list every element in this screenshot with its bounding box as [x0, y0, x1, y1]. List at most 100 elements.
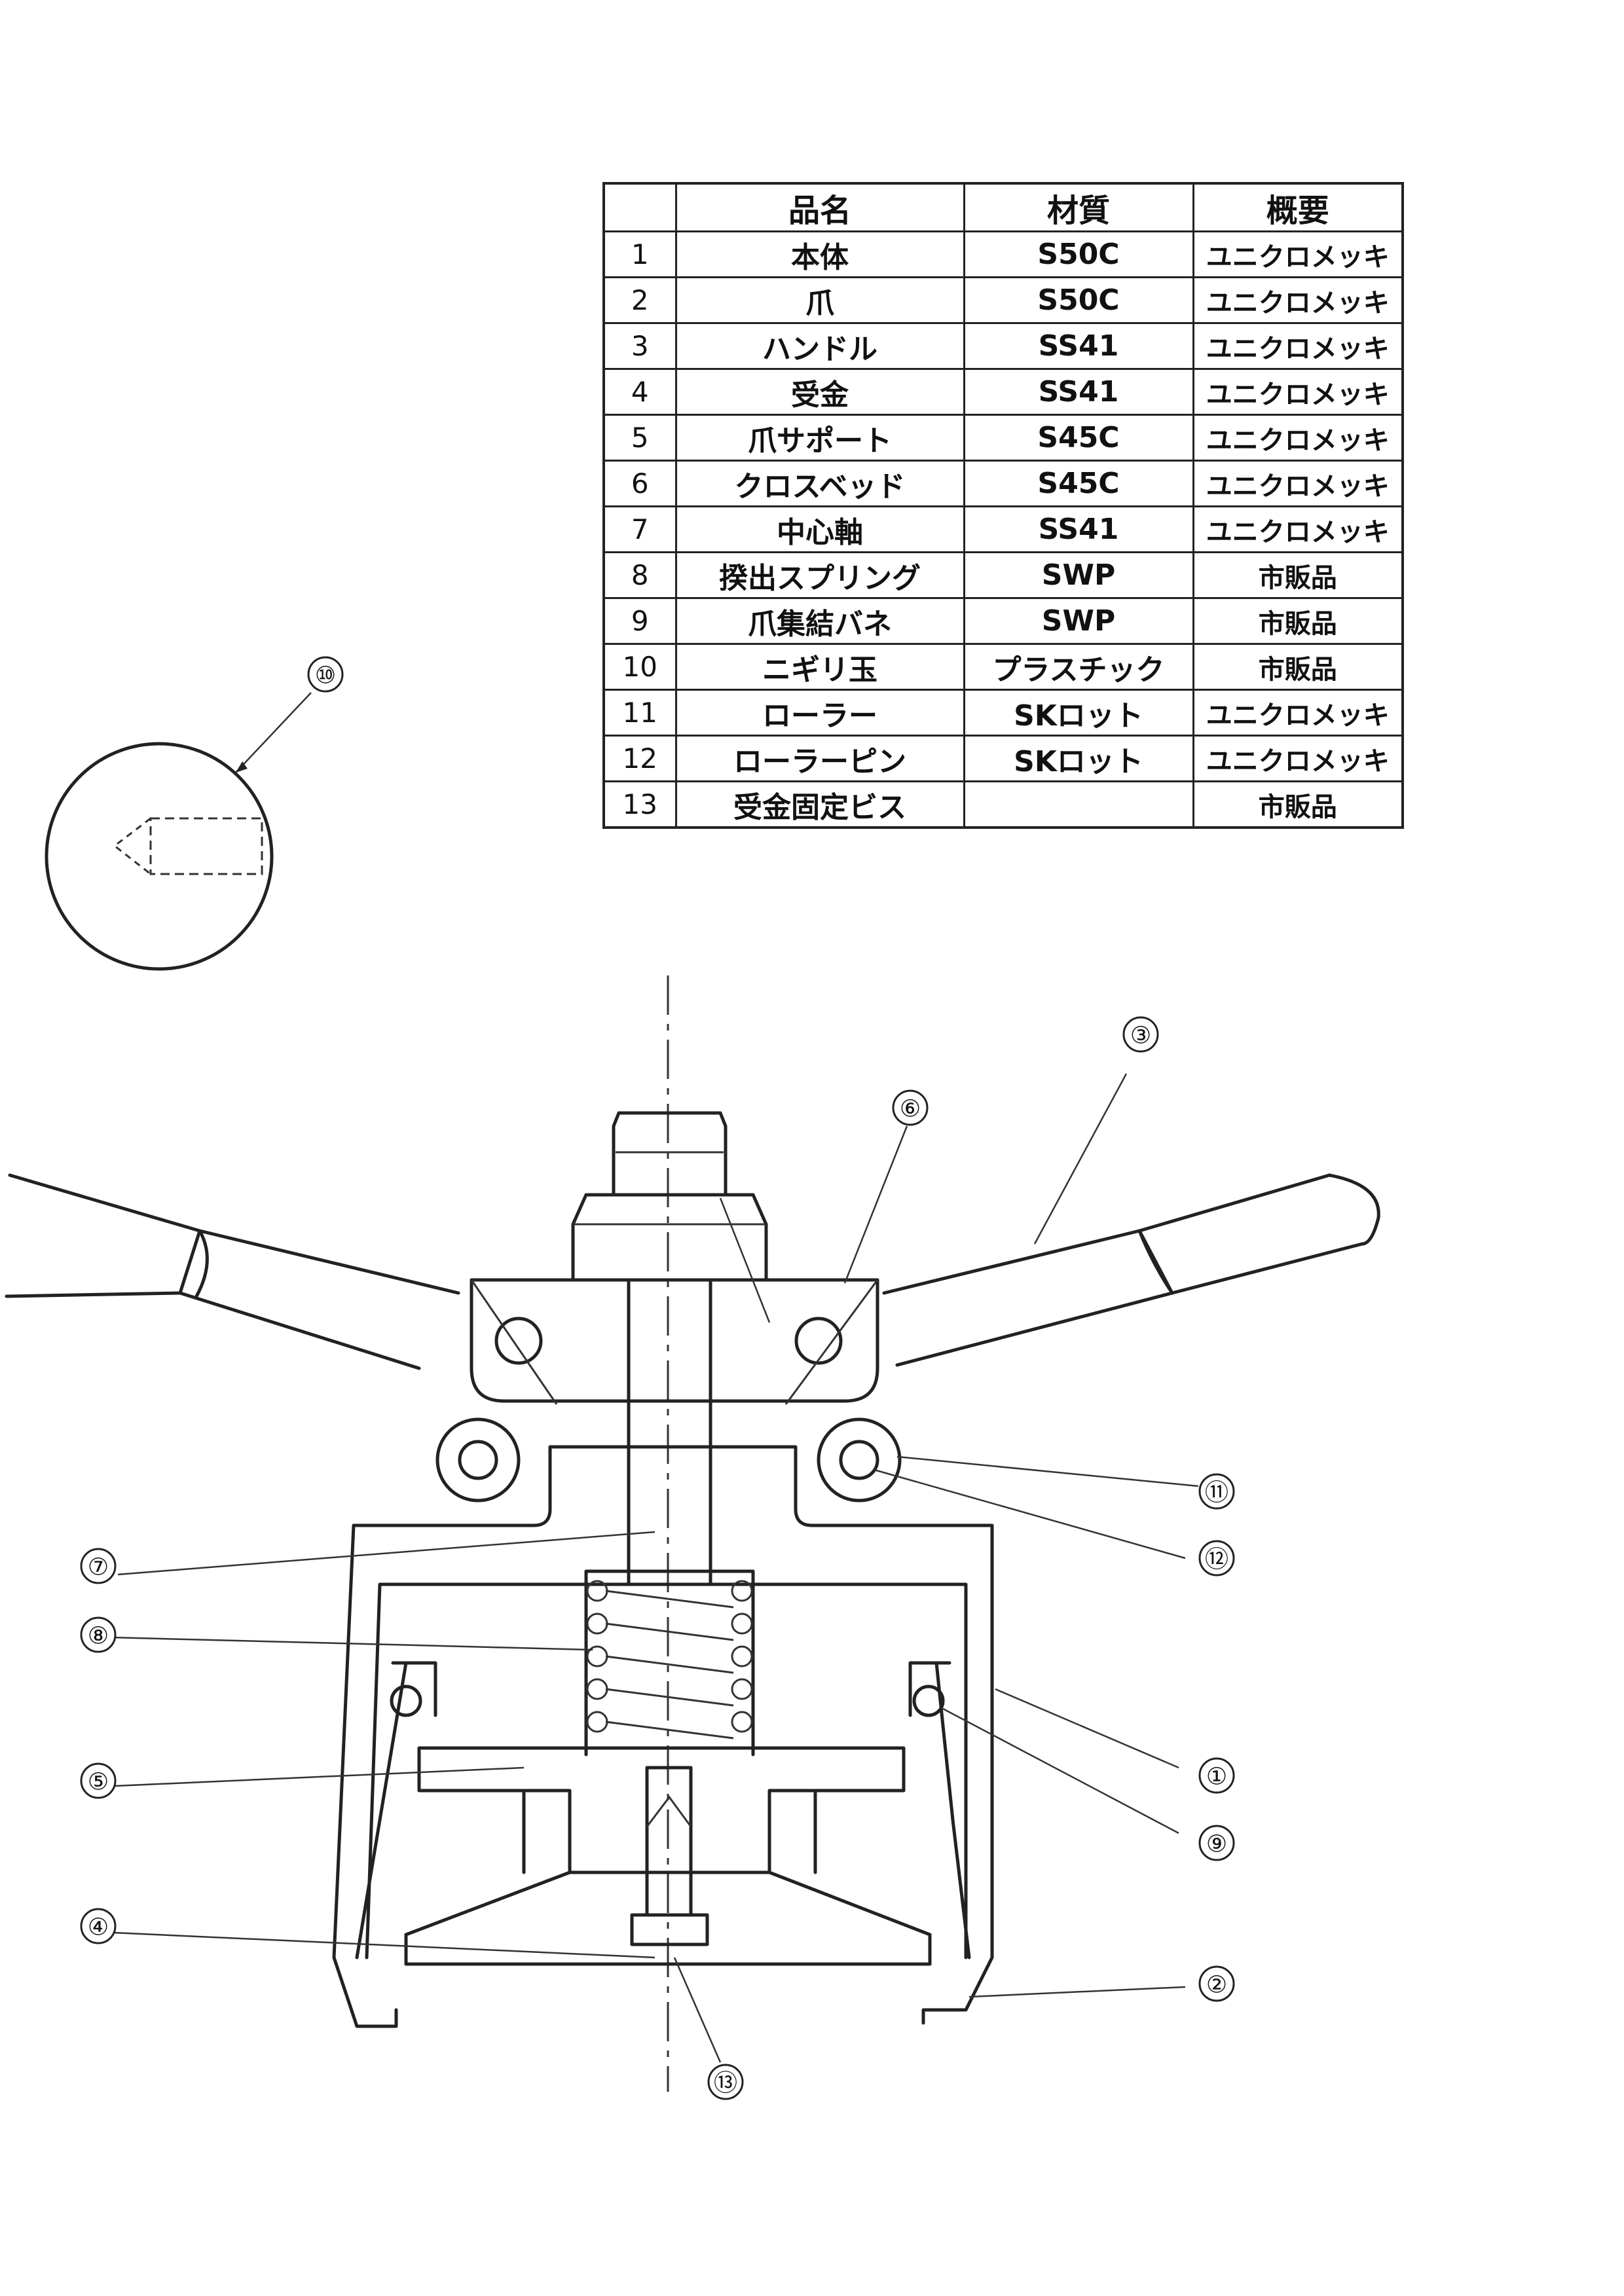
cell-note: 市販品 — [1192, 780, 1404, 829]
cell-no: 1 — [602, 230, 677, 278]
center-shaft — [571, 1111, 771, 1586]
svg-text:④: ④ — [88, 1914, 109, 1941]
callout-12: ⑫ — [1198, 1540, 1235, 1576]
cell-material: SWP — [963, 597, 1194, 645]
cell-note: ユニクロメッキ — [1192, 735, 1404, 782]
callout-8: ⑧ — [80, 1616, 117, 1653]
cell-no: 5 — [602, 414, 677, 462]
cell-note: ユニクロメッキ — [1192, 505, 1404, 553]
cell-material: SKロット — [963, 735, 1194, 782]
cell-material: SS41 — [963, 505, 1194, 553]
svg-text:③: ③ — [1130, 1023, 1151, 1049]
cell-part-name: クロスベッド — [674, 460, 965, 507]
cell-part-name: ニギリ玉 — [674, 643, 965, 691]
cell-note: ユニクロメッキ — [1192, 322, 1404, 370]
cell-note: ユニクロメッキ — [1192, 414, 1404, 462]
receiver-plate — [404, 1766, 932, 1966]
roller-left — [435, 1417, 521, 1503]
cell-material: S50C — [963, 276, 1194, 324]
cell-material: S45C — [963, 414, 1194, 462]
callout-13: ⑬ — [707, 2064, 744, 2100]
svg-text:⑤: ⑤ — [88, 1769, 109, 1796]
detail-view-grip-ball — [45, 692, 312, 971]
cell-no: 7 — [602, 505, 677, 553]
handle-right — [882, 1173, 1380, 1367]
callout-7: ⑦ — [80, 1548, 117, 1584]
cell-part-name: 中心軸 — [674, 505, 965, 553]
svg-text:②: ② — [1206, 1972, 1227, 1999]
cell-part-name: ローラー — [674, 689, 965, 737]
callout-6: ⑥ — [892, 1089, 929, 1126]
svg-text:⑧: ⑧ — [88, 1623, 109, 1650]
cell-part-name: 爪集結バネ — [674, 597, 965, 645]
cell-material: S50C — [963, 230, 1194, 278]
cell-no: 13 — [602, 780, 677, 829]
cell-material: SS41 — [963, 368, 1194, 416]
cell-material: プラスチック — [963, 643, 1194, 691]
callout-1: ① — [1198, 1757, 1235, 1794]
cell-material: SS41 — [963, 322, 1194, 370]
header-part-name: 品名 — [674, 182, 965, 232]
cell-note: ユニクロメッキ — [1192, 460, 1404, 507]
header-no — [602, 182, 677, 232]
svg-text:⑬: ⑬ — [714, 2070, 737, 2097]
svg-text:①: ① — [1206, 1764, 1227, 1791]
cell-part-name: 揆出スプリング — [674, 551, 965, 599]
cell-material: S45C — [963, 460, 1194, 507]
cell-no: 2 — [602, 276, 677, 324]
cell-part-name: ローラーピン — [674, 735, 965, 782]
callout-11: ⑪ — [1198, 1473, 1235, 1510]
cross-head — [470, 1278, 879, 1405]
cell-no: 12 — [602, 735, 677, 782]
svg-text:⑪: ⑪ — [1205, 1480, 1228, 1506]
cell-material — [963, 780, 1194, 829]
cell-note: ユニクロメッキ — [1192, 276, 1404, 324]
callout-3: ③ — [1122, 1016, 1159, 1053]
cell-part-name: 本体 — [674, 230, 965, 278]
cell-part-name: 受金固定ビス — [674, 780, 965, 829]
svg-text:⑫: ⑫ — [1205, 1546, 1228, 1573]
cell-no: 10 — [602, 643, 677, 691]
cell-no: 9 — [602, 597, 677, 645]
cell-note: ユニクロメッキ — [1192, 689, 1404, 737]
header-note: 概要 — [1192, 182, 1404, 232]
cell-material: SWP — [963, 551, 1194, 599]
header-material: 材質 — [963, 182, 1194, 232]
cell-material: SKロット — [963, 689, 1194, 737]
callout-4: ④ — [80, 1908, 117, 1944]
cell-no: 4 — [602, 368, 677, 416]
cell-note: ユニクロメッキ — [1192, 368, 1404, 416]
main-body — [332, 1445, 994, 2028]
callout-10: ⑩ — [307, 656, 344, 693]
cell-no: 11 — [602, 689, 677, 737]
svg-text:⑩: ⑩ — [315, 663, 336, 689]
cell-note: 市販品 — [1192, 551, 1404, 599]
eject-spring — [584, 1569, 755, 1757]
svg-text:⑨: ⑨ — [1206, 1831, 1227, 1858]
handle-left — [5, 1173, 460, 1370]
cell-no: 3 — [602, 322, 677, 370]
cell-part-name: ハンドル — [674, 322, 965, 370]
leader-lines — [84, 1073, 1199, 2063]
cell-part-name: 爪サポート — [674, 414, 965, 462]
cell-note: 市販品 — [1192, 643, 1404, 691]
callout-9: ⑨ — [1198, 1825, 1235, 1861]
cell-part-name: 爪 — [674, 276, 965, 324]
cell-part-name: 受金 — [674, 368, 965, 416]
